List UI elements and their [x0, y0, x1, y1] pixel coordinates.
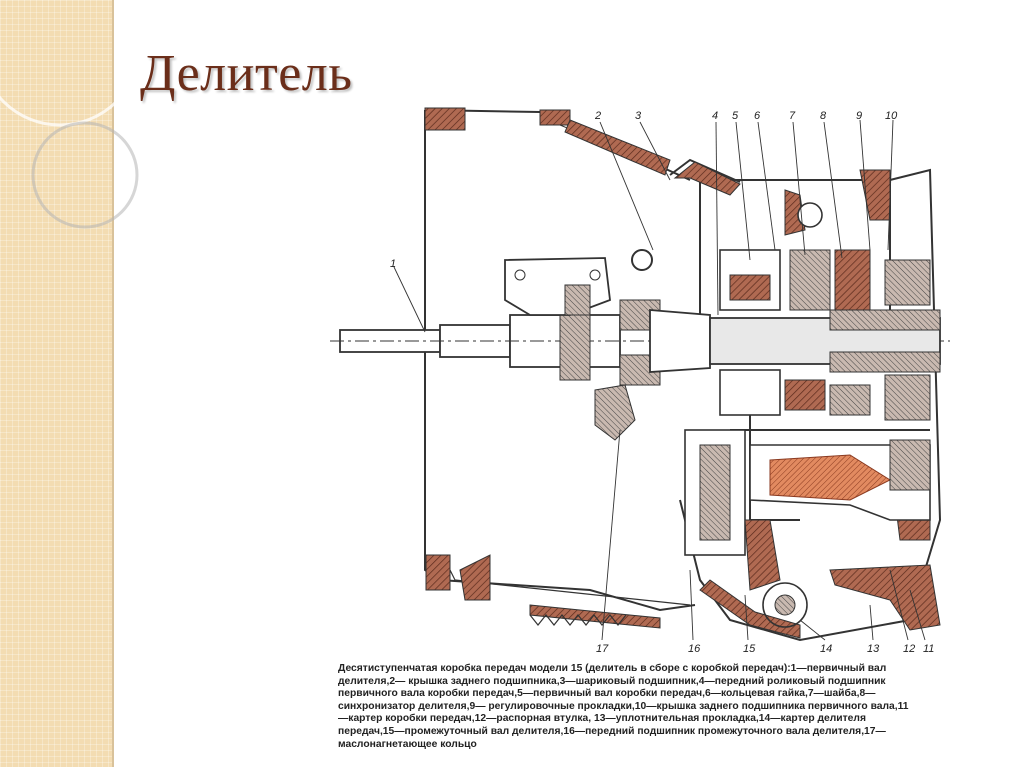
- cap-nut: [797, 202, 823, 228]
- fork-bracket: [504, 257, 611, 316]
- diagram-caption: Десятиступенчатая коробка передач модели…: [338, 663, 909, 750]
- callout-1: 1: [390, 258, 396, 270]
- sidebar-divider: [112, 0, 114, 767]
- rear-bearing-upper: [884, 259, 931, 306]
- callout-numbers: 1 2 3 4 5 6 7 8 9 10 11 12 13 14 15 16 1…: [390, 110, 934, 655]
- drive-gear-lower: [719, 369, 781, 416]
- oil-pump-core: [774, 594, 796, 616]
- gear-hub-lower: [784, 379, 826, 411]
- callout-14: 14: [820, 643, 832, 655]
- casing-top-lip: [673, 161, 741, 196]
- housing-bolt-top: [539, 109, 571, 126]
- callout-2: 2: [594, 110, 601, 122]
- bracket-bolt-2: [589, 269, 601, 281]
- countershaft-web: [744, 519, 781, 591]
- rear-bearing-lower: [884, 374, 931, 421]
- callout-10: 10: [885, 110, 898, 122]
- synchro-lower: [829, 384, 871, 416]
- bracket-bolt: [514, 269, 526, 281]
- lower-fork: [594, 384, 636, 441]
- callout-17: 17: [596, 643, 609, 655]
- housing-top-wall: [564, 119, 671, 176]
- callout-11: 11: [923, 643, 934, 655]
- gear-hub-upper: [729, 274, 771, 301]
- callout-4: 4: [712, 110, 718, 122]
- decorative-rings: [0, 0, 142, 229]
- countershaft-rear-bearing: [889, 439, 931, 491]
- housing-bottom-bolt: [459, 554, 491, 601]
- oil-pump-ring: [762, 582, 808, 628]
- decorative-sidebar: [0, 0, 112, 767]
- shaft-hub: [649, 309, 711, 373]
- gearbox-cross-section-diagram: 1 2 3 4 5 6 7 8 9 10 11 12 13 14 15 16 1…: [330, 107, 950, 655]
- casing-bottom-sweep: [699, 579, 801, 639]
- leader-lines: [393, 119, 926, 641]
- callout-13: 13: [867, 643, 880, 655]
- housing-flange-top: [424, 107, 466, 131]
- countershaft-orange-section: [769, 454, 892, 501]
- casing-bottom-rear: [829, 564, 941, 631]
- housing-flange-bottom: [425, 554, 451, 591]
- slide-title: Делитель: [140, 45, 353, 102]
- callout-5: 5: [732, 110, 739, 122]
- callout-6: 6: [754, 110, 761, 122]
- callout-7: 7: [789, 110, 796, 122]
- callout-8: 8: [820, 110, 827, 122]
- countershaft-front-bearing: [699, 444, 731, 541]
- shift-eye: [631, 249, 653, 271]
- primary-shaft-rear-bottom: [829, 351, 941, 373]
- callout-3: 3: [635, 110, 642, 122]
- housing-ribs: [529, 614, 627, 626]
- callout-15: 15: [743, 643, 756, 655]
- callout-16: 16: [688, 643, 701, 655]
- bracket-block: [564, 284, 591, 316]
- synchronizer: [789, 249, 831, 311]
- shaft-bearing-front: [559, 309, 591, 381]
- primary-shaft-rear-top: [829, 309, 941, 331]
- callout-12: 12: [903, 643, 915, 655]
- callout-9: 9: [856, 110, 862, 122]
- synchro-ring: [834, 249, 871, 311]
